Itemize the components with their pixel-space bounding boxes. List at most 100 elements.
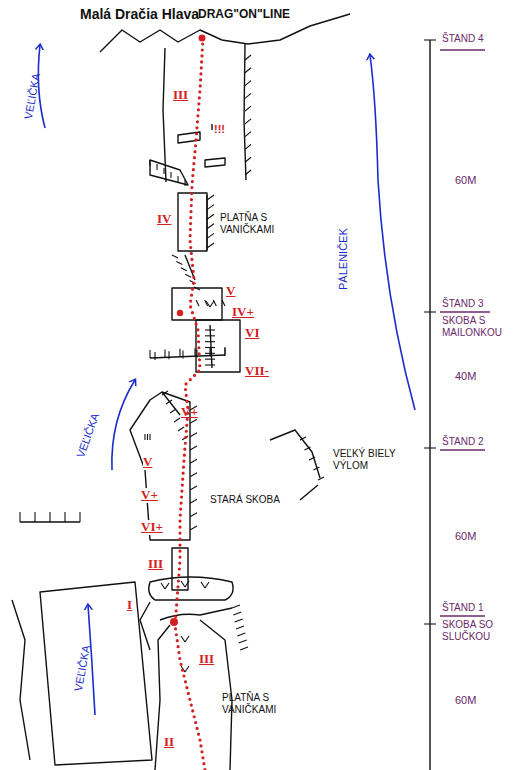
belay-name: ŠTAND 4 [442,33,484,45]
hatch-stroke [79,512,80,522]
grade: V [226,284,235,299]
hatch-stroke [245,93,251,98]
hatch-stroke [144,434,145,440]
hatch-stroke [164,349,165,357]
grade: V+ [141,488,158,503]
hatch-stroke [201,582,205,588]
hatch-stroke [161,583,165,589]
hatch-stroke [163,168,164,174]
hatch-stroke [300,437,306,440]
grade: VI [245,326,259,341]
feature-note: PLATŇA S VANIČKAMI [220,212,300,235]
belay-note: SKOBA S MAILONKOU [442,315,510,338]
hatch-stroke [178,427,184,431]
hatch-stroke [209,348,210,356]
grade: II [164,735,174,750]
grade-mark: !!! [214,123,225,136]
hatch-stroke [34,512,35,522]
hatch-stroke [190,499,197,503]
title: Malá Dračia Hlava [80,6,199,22]
gully-name: VEĽIČKA [74,411,102,459]
hatch-stroke [224,348,225,356]
hatch-stroke [170,409,176,413]
pitch-length: 60M [455,530,476,543]
grade: IV+ [232,305,254,320]
hatch-stroke [245,170,251,175]
hatch-stroke [205,335,215,336]
hatch-stroke [245,132,251,137]
hatch-stroke [19,512,20,522]
hatch-stroke [181,268,187,271]
hatch-stroke [196,350,197,358]
hatch-stroke [207,214,214,219]
route-name: DRAG"ON"LINE [198,8,290,22]
feature-note: STARÁ SKOBA [210,494,280,506]
hatch-stroke [185,581,189,587]
hatch-stroke [222,300,225,306]
hatch-stroke [207,205,214,210]
hatch-stroke [166,400,172,404]
hatch-stroke [64,512,65,522]
hatch-stroke [190,433,197,437]
hatch-stroke [245,106,251,111]
hatch-stroke [149,350,150,358]
hatch-stroke [168,351,169,359]
belay-name: ŠTAND 3 [442,298,484,310]
hatch-stroke [245,55,251,60]
hatch-stroke [174,418,180,422]
hatch-stroke [210,349,211,357]
hatch-stroke [172,255,178,258]
hatch-stroke [176,261,182,264]
hatch-stroke [156,164,157,170]
hatch-stroke [181,636,185,642]
hatch-stroke [424,39,436,40]
hatch-stroke [149,434,150,440]
hatch-stroke [205,341,215,342]
hatch-stroke [190,526,197,530]
hatch-stroke [240,647,248,650]
hatch-stroke [245,81,251,86]
pitch-length: 60M [455,694,476,707]
hatch-stroke [162,391,168,395]
hatch-stroke [194,287,200,290]
hatch-stroke [309,457,315,460]
gully-name: PÁLENIČEK [337,228,350,290]
hatch-stroke [314,467,320,470]
hatch-stroke [207,195,214,200]
hatch-stroke [207,243,214,248]
hatch-stroke [424,311,436,312]
hatch-stroke [49,512,50,522]
hatch-stroke [181,581,185,587]
hatch-stroke [207,224,214,229]
hatch-stroke [190,473,197,477]
hatch-stroke [184,180,185,186]
hatch-stroke [190,486,197,490]
hatch-stroke [207,233,214,238]
hatch-stroke [236,626,244,629]
hatch-stroke [237,633,245,636]
belay-name: ŠTAND 1 [442,602,484,614]
feature-note: VEĽKÝ BIELY VÝLOM [333,448,403,471]
hatch-stroke [245,157,251,162]
hatch-stroke [194,348,195,356]
pitch-length: 60M [455,174,476,187]
hatch-stroke [245,68,251,73]
pitch-length: 40M [455,370,476,383]
grade: VI+ [141,520,163,535]
hatch-stroke [424,447,436,448]
hatch-stroke [190,459,197,463]
hatch-stroke [190,513,197,517]
hatch-stroke [190,419,197,423]
hatch-stroke [185,666,189,672]
hatch-stroke [177,176,178,182]
grade: IV [157,212,171,227]
hatch-stroke [179,349,180,357]
hatch-stroke [205,364,215,365]
hatch-stroke [205,359,215,360]
grade: VII- [245,364,269,379]
hatch-stroke [206,301,210,307]
grade: III [148,557,163,572]
hatch-stroke [147,434,148,440]
hatch-stroke [165,583,169,589]
